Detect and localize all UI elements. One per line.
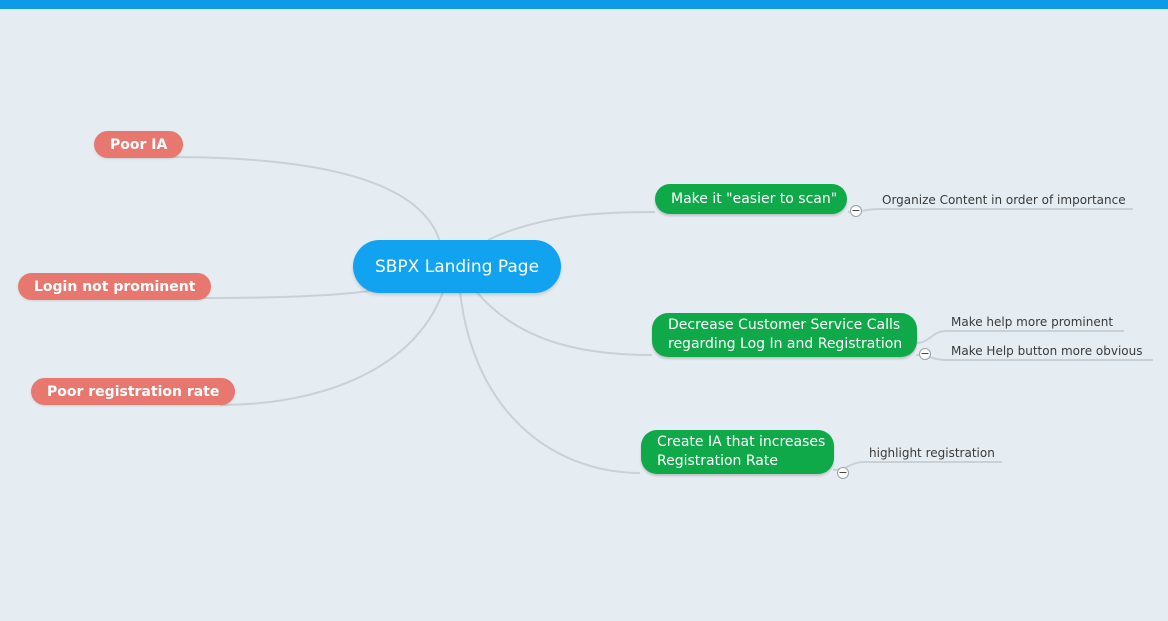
topic-easier-to-scan-label: Make it "easier to scan" xyxy=(671,190,838,207)
connector-create-ia xyxy=(459,291,641,474)
connector-leaf-organize xyxy=(847,208,1133,213)
topic-customer-service-line-1: Decrease Customer Service Calls xyxy=(668,317,901,333)
top-bar xyxy=(0,0,1168,9)
collapse-icon[interactable]: − xyxy=(919,348,931,360)
topic-create-ia[interactable]: Create IA that increases Registration Ra… xyxy=(641,430,834,474)
minus-icon: − xyxy=(920,347,930,360)
connector-leaf-help-prominent xyxy=(915,330,1124,344)
collapse-icon[interactable]: − xyxy=(850,205,862,217)
central-topic-label: SBPX Landing Page xyxy=(374,256,540,277)
topic-customer-service-line-2: regarding Log In and Registration xyxy=(668,336,903,352)
topic-login-label: Login not prominent xyxy=(34,278,196,295)
connector-customer-service xyxy=(474,289,653,356)
minus-icon: − xyxy=(838,466,848,479)
connector-scan xyxy=(487,211,656,241)
topic-poor-registration-rate[interactable]: Poor registration rate xyxy=(31,378,236,405)
subtopic-label: Organize Content in order of importance xyxy=(882,193,1126,207)
subtopic-highlight-registration[interactable]: highlight registration xyxy=(869,446,995,460)
connector-poor-ia xyxy=(169,156,441,243)
central-topic[interactable]: SBPX Landing Page xyxy=(353,240,561,293)
connector-registration xyxy=(219,282,447,406)
subtopic-label: Make help more prominent xyxy=(951,315,1114,329)
connector-login xyxy=(199,290,371,299)
subtopic-label: Make Help button more obvious xyxy=(951,344,1143,358)
minus-icon: − xyxy=(851,204,861,217)
topic-easier-to-scan[interactable]: Make it "easier to scan" xyxy=(655,184,847,214)
topic-login-not-prominent[interactable]: Login not prominent xyxy=(18,273,212,300)
topic-create-ia-line-1: Create IA that increases xyxy=(657,434,826,450)
subtopic-organize-content[interactable]: Organize Content in order of importance xyxy=(882,193,1126,207)
subtopic-help-button[interactable]: Make Help button more obvious xyxy=(951,344,1142,358)
collapse-icon[interactable]: − xyxy=(837,467,849,479)
topic-decrease-customer-service-calls[interactable]: Decrease Customer Service Calls regardin… xyxy=(652,313,917,357)
topic-create-ia-line-2: Registration Rate xyxy=(657,453,778,469)
subtopic-help-prominent[interactable]: Make help more prominent xyxy=(951,315,1113,329)
topic-poor-ia-label: Poor IA xyxy=(110,136,168,153)
topic-poor-ia[interactable]: Poor IA xyxy=(94,131,184,158)
topic-registration-label: Poor registration rate xyxy=(47,383,220,400)
connector-leaf-highlight xyxy=(832,461,1002,471)
subtopic-label: highlight registration xyxy=(869,446,995,460)
